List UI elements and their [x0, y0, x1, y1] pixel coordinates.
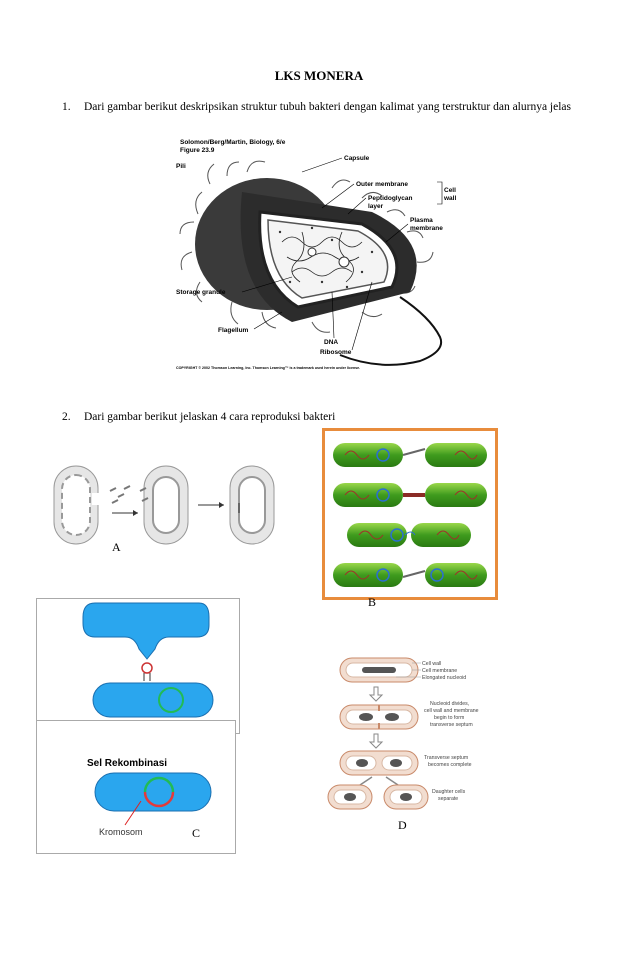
stage-3: [339, 750, 419, 776]
label-daughter-cells: Daughter cells: [432, 789, 466, 795]
question-1: 1. Dari gambar berikut deskripsikan struk…: [62, 101, 571, 113]
stage-1: [339, 657, 419, 683]
flagellum: [339, 296, 442, 366]
label-elongated-nucleoid: Elongated nucleoid: [422, 675, 466, 681]
label-nucleoid-divides: Nucleoid divides,: [430, 701, 469, 707]
recipient-cell: [92, 682, 214, 718]
recombined-segment: [143, 791, 175, 808]
figure-number: Figure 23.9: [180, 147, 215, 154]
bacteria-structure-figure: Solomon/Berg/Martin, Biology, 6/e Figure…: [176, 139, 456, 370]
figure-d-binary-fission: Cell wall Cell membrane Elongated nucleo…: [327, 657, 479, 810]
label-septum-complete: Transverse septum: [424, 755, 468, 761]
label-dna: DNA: [324, 339, 338, 346]
kromosom-label: Kromosom: [99, 827, 143, 837]
label-nucleoid-divides-4: transverse septum: [430, 722, 473, 728]
donor-cell: [82, 602, 210, 660]
figure-b-letter: B: [368, 595, 377, 609]
label-storage-granule: Storage granule: [176, 289, 226, 296]
figure-c-bottom-frame: Sel Rekombinasi Kromosom: [36, 720, 236, 854]
recipient-cell: [425, 443, 487, 467]
storage-granule: [338, 256, 350, 268]
figure-d-letter: D: [398, 818, 407, 832]
stage-4: [327, 784, 429, 810]
figure-b-conjugation: [333, 443, 487, 587]
question-text: Dari gambar berikut deskripsikan struktu…: [84, 101, 572, 113]
question-text: Dari gambar berikut jelaskan 4 cara repr…: [84, 411, 336, 423]
figure-copyright: COPYRIGHT © 2002 Thomson Learning, Inc. …: [176, 366, 360, 370]
page-title: LKS MONERA: [274, 68, 364, 83]
label-cell-wall-2: wall: [443, 195, 456, 202]
label-cell-membrane: Cell membrane: [422, 668, 457, 674]
recombinant-cell-title: Sel Rekombinasi: [87, 758, 167, 769]
label-cell-wall: Cell: [444, 187, 456, 194]
label-plasma-membrane-2: membrane: [410, 225, 443, 232]
dna-fragments: [109, 485, 131, 504]
label-septum-complete-2: becomes complete: [428, 762, 472, 768]
label-peptidoglycan: Peptidoglycan: [368, 195, 412, 202]
label-pili: Pili: [176, 163, 186, 170]
label-flagellum: Flagellum: [218, 327, 249, 334]
label-nucleoid-divides-3: begin to form: [434, 715, 464, 721]
label-ribosome: Ribosome: [320, 349, 352, 356]
figure-a-letter: A: [112, 540, 121, 554]
label-plasma-membrane: Plasma: [410, 217, 433, 224]
label-daughter-cells-2: separate: [438, 796, 458, 802]
figure-credit: Solomon/Berg/Martin, Biology, 6/e: [180, 139, 286, 146]
donor-cell: [333, 443, 403, 467]
stage-2: [339, 704, 419, 730]
label-capsule: Capsule: [344, 155, 370, 162]
ribosome-dots: [278, 226, 374, 289]
arrow-2: [219, 502, 224, 508]
recombinant-cell: [94, 772, 212, 812]
question-2: 2. Dari gambar berikut jelaskan 4 cara re…: [62, 411, 335, 423]
figure-c-letter: C: [192, 826, 201, 840]
phage-head: [141, 662, 153, 674]
figure-b-frame: [322, 428, 498, 600]
question-number: 2.: [62, 411, 71, 423]
question-number: 1.: [62, 101, 71, 113]
arrow-1: [133, 510, 138, 516]
label-nucleoid-divides-2: cell wall and membrane: [424, 708, 479, 714]
label-cell-wall: Cell wall: [422, 661, 441, 667]
figure-a-transformation: [53, 465, 275, 545]
label-outer-membrane: Outer membrane: [356, 181, 408, 188]
figure-c-top-frame: [36, 598, 240, 734]
label-peptidoglycan-2: layer: [368, 203, 384, 210]
